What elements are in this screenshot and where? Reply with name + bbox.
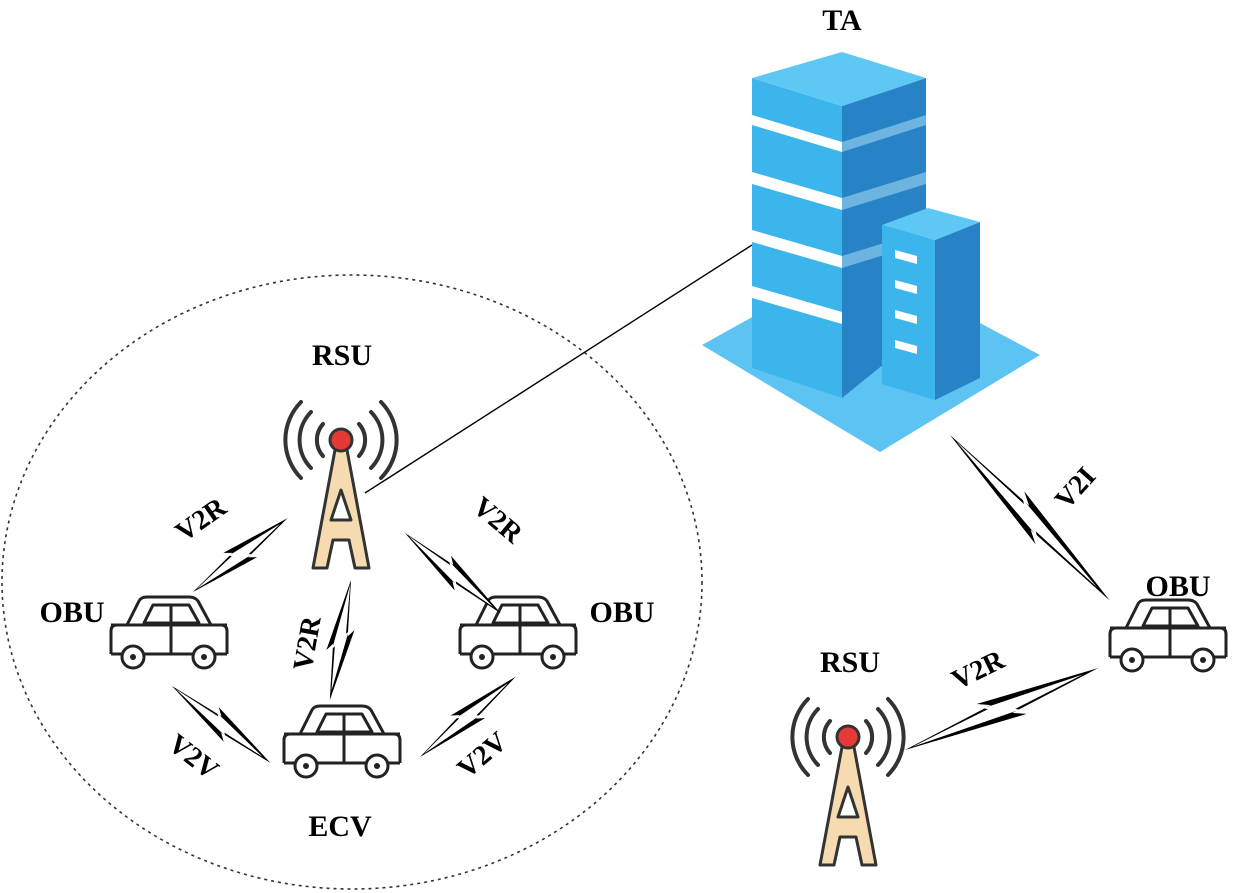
radio-tower-icon-main [283, 400, 399, 570]
lightning-link-icon-v2i [939, 425, 1121, 611]
label-rsu-right: RSU [820, 646, 880, 679]
label-v2v-left: V2V [162, 728, 224, 786]
rsu-coverage-ellipse [1, 274, 703, 890]
label-v2r-right: V2R [467, 491, 529, 550]
label-obu-right: OBU [1145, 570, 1210, 603]
label-v2r-far: V2R [947, 644, 1010, 696]
car-icon-obu-right [1108, 598, 1228, 673]
label-v2r-center: V2R [288, 613, 328, 673]
label-rsu-main: RSU [312, 339, 372, 372]
label-v2i: V2I [1049, 461, 1102, 515]
label-ta: TA [822, 4, 862, 37]
lightning-link-icon-v2r-center [317, 577, 363, 703]
label-v2r-left: V2R [170, 491, 233, 548]
label-ecv: ECV [308, 810, 372, 843]
car-icon-obu-left [109, 595, 229, 670]
rsu-ta-link [364, 244, 753, 494]
radio-tower-icon-right [790, 697, 906, 867]
label-obu-left: OBU [39, 596, 104, 629]
label-obu-mid: OBU [589, 596, 654, 629]
car-icon-ecv [282, 704, 402, 779]
office-building-icon [702, 52, 1040, 452]
label-v2v-right: V2V [452, 726, 514, 785]
car-icon-obu-mid [458, 595, 578, 670]
